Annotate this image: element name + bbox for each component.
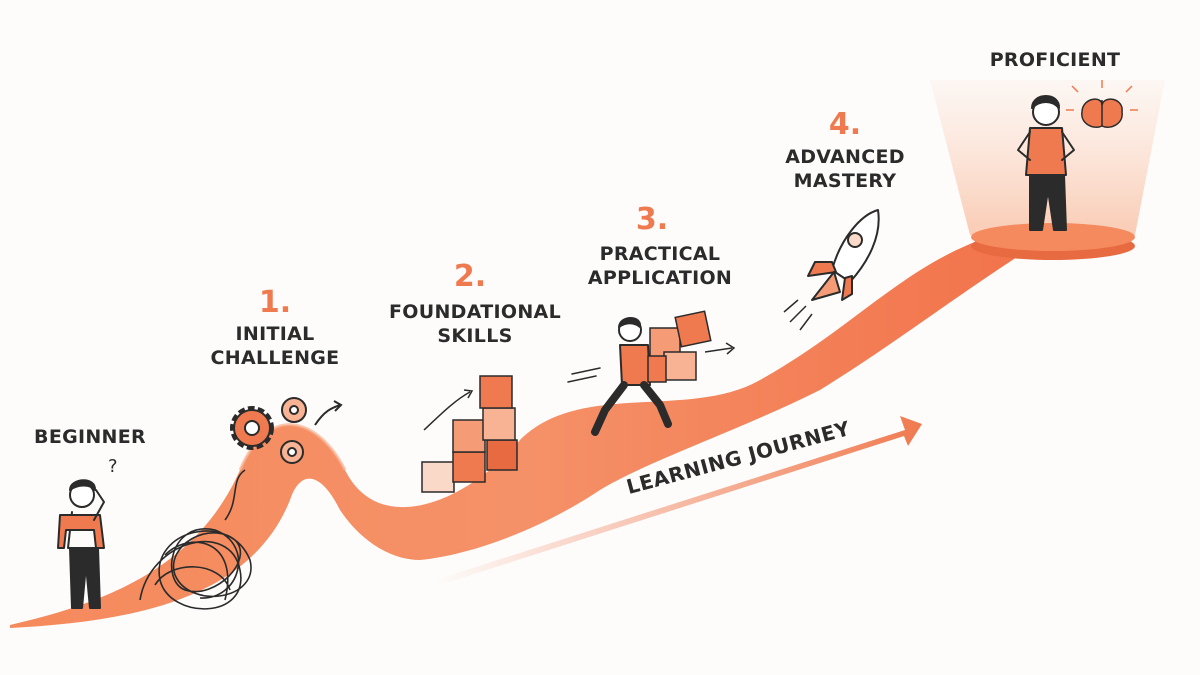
blocks-icon	[421, 375, 518, 493]
stage-beginner-label: BEGINNER	[34, 426, 146, 448]
arrow-icon	[435, 416, 922, 585]
gears-icon	[230, 397, 343, 464]
learning-path	[10, 240, 1040, 628]
stage-initial-title: INITIAL CHALLENGE	[200, 322, 350, 370]
stage-proficient-label: PROFICIENT	[989, 49, 1121, 71]
stage-practical-number: 3.	[635, 202, 669, 237]
stage-initial-line1: INITIAL	[235, 323, 315, 345]
stage-foundational-title: FOUNDATIONAL SKILLS	[380, 300, 570, 348]
stage-advanced-line1: ADVANCED	[785, 146, 905, 168]
stage-initial-line2: CHALLENGE	[210, 347, 340, 369]
stage-initial-number: 1.	[258, 285, 292, 320]
stage-advanced-line2: MASTERY	[793, 170, 897, 192]
stage-advanced-title: ADVANCED MASTERY	[770, 145, 920, 193]
stage-practical-line1: PRACTICAL	[599, 243, 721, 265]
svg-text:?: ?	[108, 456, 118, 477]
brain-icon	[1066, 80, 1138, 128]
stage-foundational-number: 2.	[453, 259, 487, 294]
stage-foundational-line1: FOUNDATIONAL	[389, 301, 561, 323]
scribble-icon	[139, 469, 252, 610]
stage-advanced-number: 4.	[828, 107, 862, 142]
running-person-icon	[567, 317, 672, 436]
stage-practical-line2: APPLICATION	[587, 267, 733, 289]
proud-person-icon	[1017, 95, 1075, 231]
stage-practical-title: PRACTICAL APPLICATION	[580, 242, 740, 290]
confused-person-icon: ?	[57, 456, 118, 609]
rocket-icon	[783, 209, 880, 331]
platform	[971, 223, 1135, 260]
puzzle-icon	[647, 310, 736, 383]
stage-foundational-line2: SKILLS	[437, 325, 513, 347]
